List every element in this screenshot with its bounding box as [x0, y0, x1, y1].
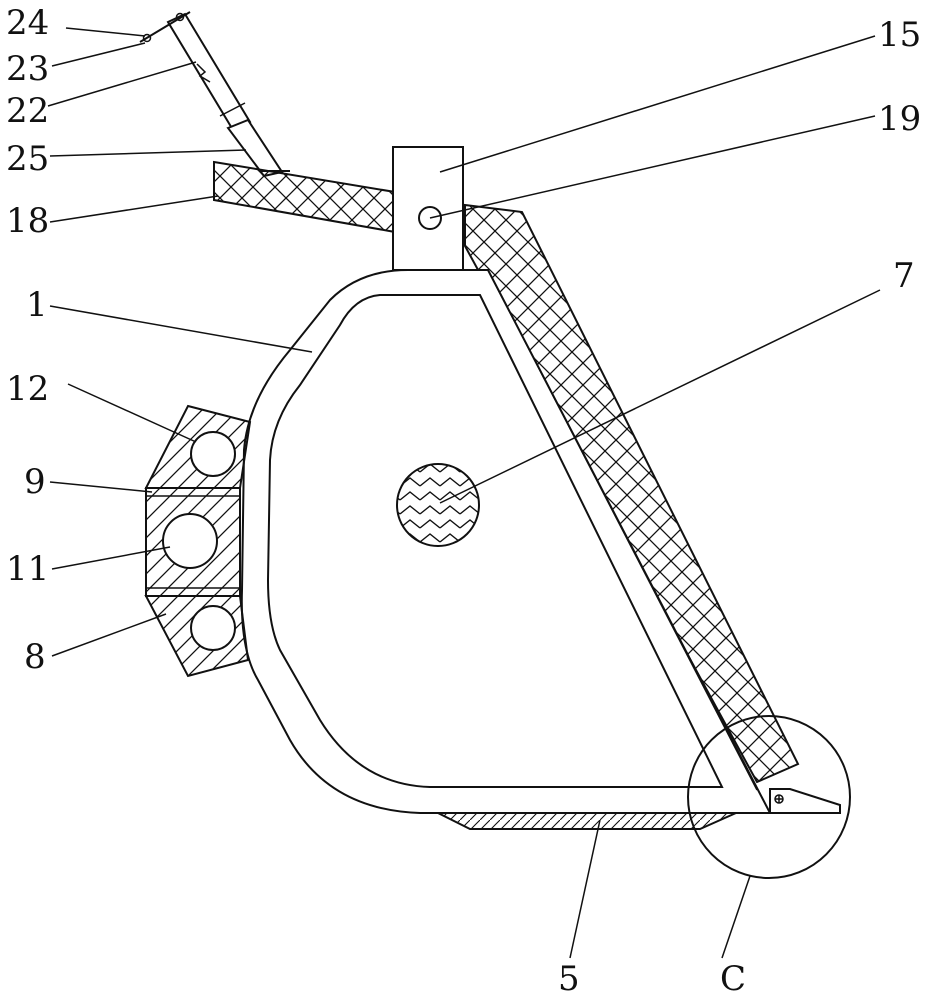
- label-18: 18: [6, 201, 49, 241]
- label-12: 12: [6, 369, 49, 409]
- roller-lower: [190, 605, 236, 651]
- label-23: 23: [6, 49, 49, 89]
- detail-circle-c: [687, 715, 851, 879]
- label-5: 5: [558, 959, 580, 999]
- long-arm: [464, 203, 800, 784]
- label-24: 24: [6, 3, 49, 43]
- end-plate: [139, 11, 191, 43]
- cylinder-body: [166, 12, 252, 132]
- label-9: 9: [24, 462, 46, 502]
- plate-5: [437, 812, 737, 830]
- label-15: 15: [878, 15, 921, 55]
- blade-tip: [769, 788, 841, 814]
- hub-7: [396, 463, 480, 547]
- side-block: [144, 404, 252, 678]
- break-mark: [196, 63, 211, 83]
- label-11: 11: [6, 549, 49, 589]
- roller-11: [162, 513, 218, 569]
- main-body-1: [240, 269, 772, 814]
- label-22: 22: [6, 91, 49, 131]
- label-8: 8: [24, 637, 46, 677]
- cylinder-assembly: [139, 11, 290, 178]
- label-19: 19: [878, 99, 921, 139]
- reference-labels: 24 23 22 25 18 1 12 9 11 8 15 19 7 5 C: [6, 3, 921, 999]
- label-25: 25: [6, 139, 49, 179]
- arm-18: [213, 160, 396, 234]
- label-c: C: [720, 959, 746, 999]
- roller-12: [190, 431, 236, 477]
- label-7: 7: [893, 256, 915, 296]
- leader-lines: [47, 27, 881, 959]
- label-1: 1: [26, 285, 48, 325]
